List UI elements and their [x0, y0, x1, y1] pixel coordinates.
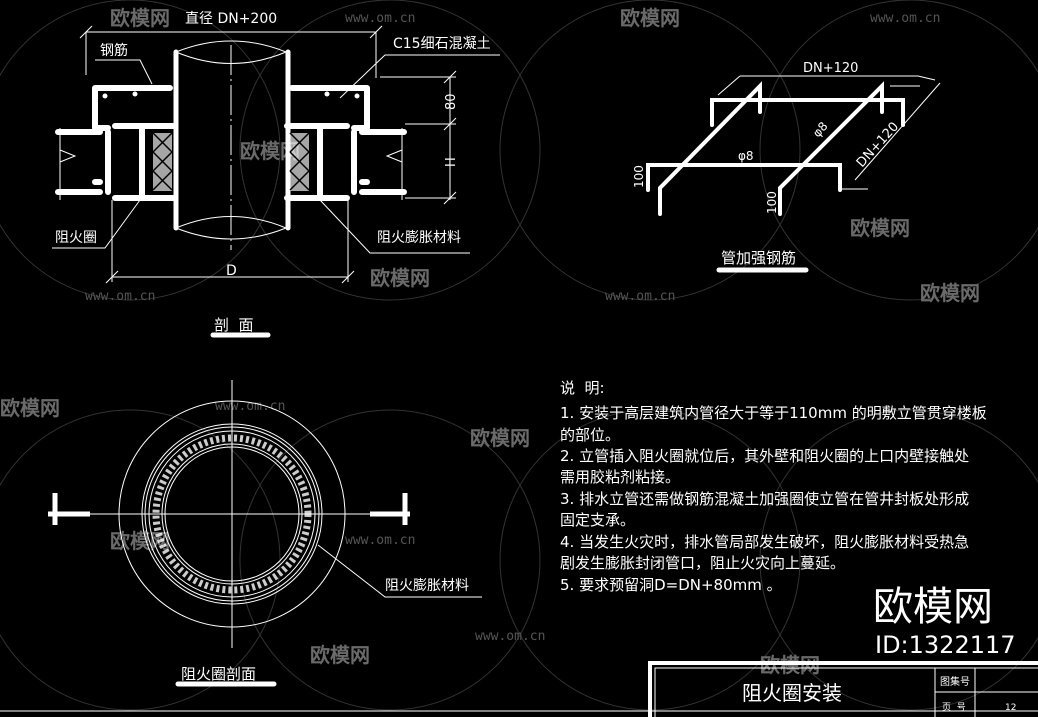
section-view: 直径 DN+200 D 80 H 钢筋 C15细石混凝土 阻火圈 阻火膨胀材料 …: [52, 10, 500, 338]
note-line: 需用胶粘剂粘接。: [560, 468, 680, 486]
dim-top-text: 直径 DN+200: [185, 10, 277, 27]
rebar-diag-2: [778, 81, 884, 216]
notes-heading: 说 明:: [560, 379, 605, 397]
note-line: 固定支承。: [560, 511, 635, 529]
label-plan-intumescent: 阻火膨胀材料: [385, 577, 469, 594]
watermark-url: www.om.cn: [475, 629, 545, 644]
rebar-leg-1: 100: [632, 165, 646, 188]
note-line: 剧发生膨胀封闭管口，阻止火灾向上蔓延。: [560, 554, 845, 572]
notes: 说 明: 1. 安装于高层建筑内管径大于等于110mm 的明敷立管贯穿楼板 的部…: [560, 379, 987, 594]
rebar-leg-2: 100: [765, 191, 779, 214]
watermark-url: www.om.cn: [345, 11, 415, 26]
watermark-brand-large: 欧模网: [873, 584, 993, 630]
plan-title: 阻火圈剖面: [181, 665, 256, 683]
note-line: 1. 安装于高层建筑内管径大于等于110mm 的明敷立管贯穿楼板: [560, 404, 987, 422]
rebar-dims: [717, 75, 941, 190]
dim-d-text: D: [226, 263, 237, 279]
section-mark-right: [370, 493, 410, 525]
leader-rebar: [95, 59, 153, 85]
dim-top-line: [79, 25, 383, 78]
watermarks: 欧模网 欧模网 欧模网 欧模网 欧模网 欧模网 欧模网 欧模网 欧模网 欧模网 …: [0, 6, 980, 677]
note-line: 的部位。: [560, 426, 620, 444]
rebar-bottom: [646, 163, 842, 192]
leader-plan-intumescent: [317, 544, 482, 598]
dim-bottom-line: [105, 200, 355, 284]
rebar-phi-2: φ8: [810, 119, 831, 140]
plan-view: 阻火膨胀材料 阻火圈剖面: [48, 380, 482, 687]
label-rebar: 钢筋: [100, 42, 128, 59]
plan-centerlines: [90, 380, 370, 648]
drawing-title: 阻火圈安装: [742, 681, 842, 705]
rebar-dim-diag: DN+120: [854, 119, 902, 170]
watermark-brand: 欧模网: [850, 216, 910, 240]
watermark-brand: 欧模网: [920, 281, 980, 305]
section-mark-left: [48, 493, 90, 525]
concrete-collar-left: [92, 85, 173, 131]
watermark-url: www.om.cn: [85, 289, 155, 304]
atlas-no-label: 图集号: [940, 675, 970, 688]
slab-break-left: [59, 128, 77, 200]
watermark-url: www.om.cn: [870, 11, 940, 26]
title-block-grid: [654, 667, 1038, 717]
rebar-phi-1: φ8: [738, 149, 754, 163]
leader-concrete: [339, 54, 500, 99]
leader-fire-ring: [52, 199, 141, 249]
watermark-brand: 欧模网: [370, 266, 430, 290]
watermark-id: ID:1322117: [875, 631, 1016, 659]
note-line: 3. 排水立管还需做钢筋混凝土加强圈使立管在管井封板处形成: [560, 490, 969, 508]
fire-ring-left: [112, 123, 178, 201]
concrete-collar-right: [289, 85, 370, 131]
title-block-frame: [648, 661, 1038, 717]
slab-left: [55, 129, 111, 195]
dim-80-text: 80: [444, 93, 459, 110]
leader-intumescent: [319, 199, 470, 254]
watermark-brand: 欧模网: [0, 396, 60, 420]
fire-ring-right: [284, 123, 350, 201]
rebar-top: [710, 98, 905, 127]
section-title: 剖 面: [214, 316, 254, 334]
watermark-url: www.om.cn: [605, 289, 675, 304]
watermark-brand: 欧模网: [470, 426, 530, 450]
dim-h-text: H: [444, 157, 459, 167]
watermark-url: www.om.cn: [345, 533, 415, 548]
title-block: 阻火圈安装 图集号 页 号 12 欧模网 ID:1322117: [0, 584, 1038, 717]
label-intumescent: 阻火膨胀材料: [377, 229, 461, 246]
rebar-dim-top: DN+120: [803, 61, 858, 76]
label-concrete: C15细石混凝土: [393, 36, 491, 52]
dim-right-line: [380, 70, 457, 205]
slab-break-right: [385, 128, 403, 200]
watermark-url: www.om.cn: [215, 399, 285, 414]
watermark-brand: 欧模网: [620, 6, 680, 30]
slab-right: [351, 129, 407, 195]
rebar-title: 管加强钢筋: [721, 249, 796, 267]
watermark-brand: 欧模网: [310, 643, 370, 667]
page-label: 页 号: [942, 702, 966, 713]
label-fire-ring: 阻火圈: [55, 230, 97, 246]
rebar-diag-1: [658, 81, 762, 216]
watermark-brand: 欧模网: [110, 6, 170, 30]
page-number: 12: [1005, 703, 1016, 713]
note-line: 2. 立管插入阻火圈就位后，其外壁和阻火圈的上口内壁接触处: [560, 447, 969, 465]
note-line: 4. 当发生火灾时，排水管局部发生破坏，阻火膨胀材料受热急: [560, 533, 969, 551]
note-line: 5. 要求预留洞D=DN+80mm 。: [560, 576, 782, 594]
